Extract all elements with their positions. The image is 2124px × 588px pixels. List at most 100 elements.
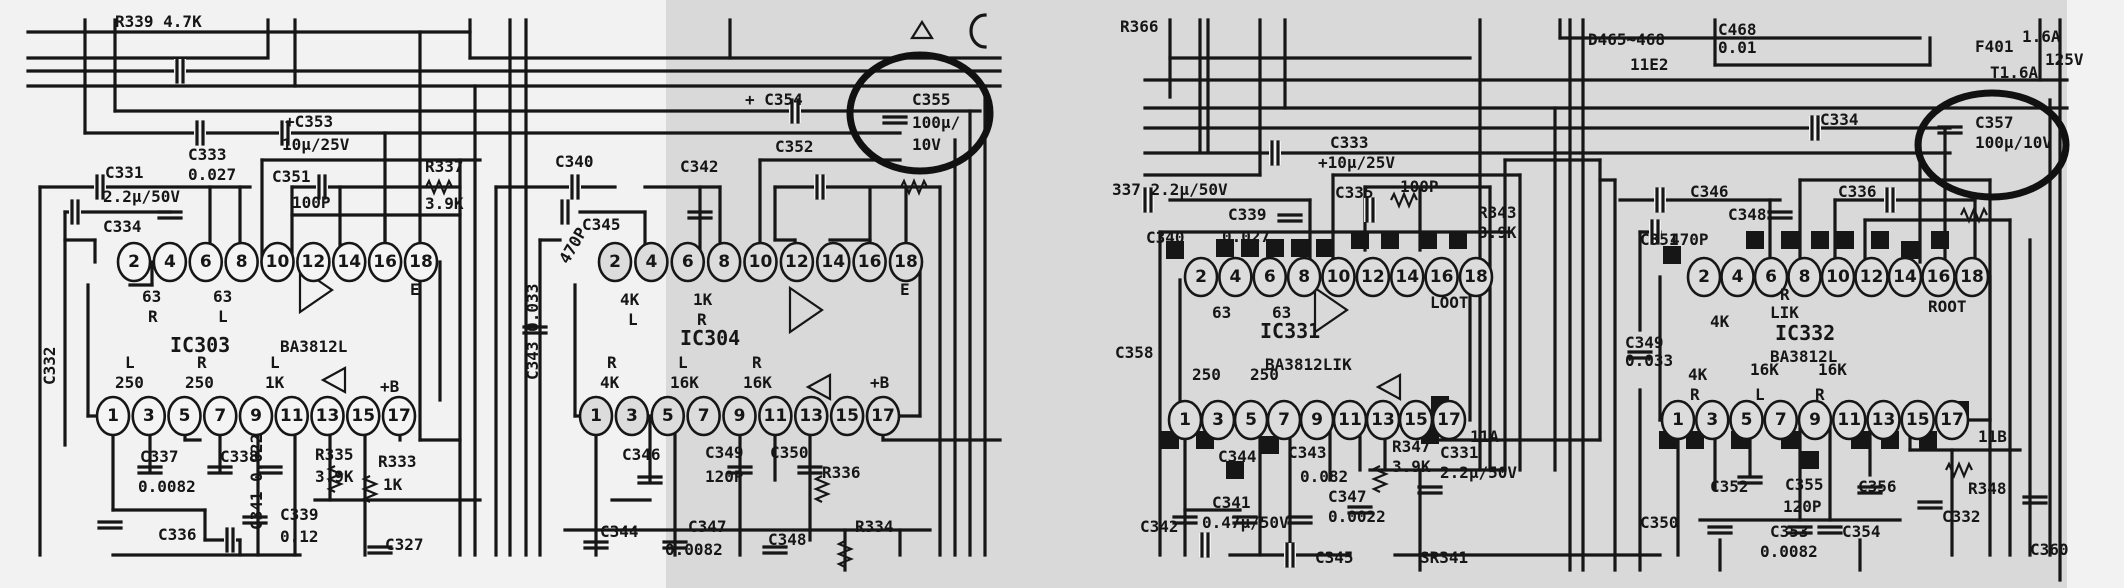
pin-number: 8 — [718, 252, 730, 272]
ic-pin — [224, 241, 259, 283]
pin-number: 4 — [1229, 267, 1241, 287]
pin-number: 17 — [387, 406, 411, 426]
component-label: 4K — [620, 290, 640, 309]
resistor-symbol — [836, 540, 854, 568]
pin-number: 18 — [1960, 267, 1984, 287]
ic-pin — [1660, 399, 1696, 441]
pin-number: 17 — [1437, 410, 1461, 430]
component-label: R339 4.7K — [115, 12, 202, 31]
capacitor-symbol — [224, 527, 236, 553]
pin-number: 3 — [626, 406, 638, 426]
voltage-badge — [1781, 231, 1799, 249]
pin-number: 2 — [128, 252, 140, 272]
component-label: R334 — [855, 517, 894, 536]
component-label: C331 — [1440, 443, 1479, 462]
pin-number: 9 — [1809, 410, 1821, 430]
component-label: 1K — [265, 373, 285, 392]
component-label: 100µ/ — [912, 113, 960, 132]
component-label: C331 — [105, 163, 144, 182]
component-label: C346 — [622, 445, 661, 464]
capacitor-symbol — [1232, 515, 1258, 525]
component-label: C358 — [1115, 343, 1154, 362]
component-label: C339 — [280, 505, 319, 524]
ic-pin — [1458, 256, 1494, 298]
ic-pin — [1729, 399, 1764, 441]
ic-pin — [1694, 399, 1730, 441]
capacitor-symbol — [2022, 495, 2048, 505]
pin-number: 9 — [250, 406, 262, 426]
pin-number: 16 — [1430, 267, 1454, 287]
pin-number: 1 — [1179, 410, 1191, 430]
component-label: C332 — [1942, 507, 1981, 526]
component-label: 0.027 — [188, 165, 236, 184]
component-label: SR341 — [1420, 548, 1468, 567]
connector-symbol — [969, 13, 987, 49]
ic-pin — [1218, 256, 1253, 298]
component-label: IC304 — [680, 326, 740, 350]
component-label: C336 — [158, 525, 197, 544]
ic-pin — [1720, 256, 1755, 298]
ic-pin — [1286, 256, 1322, 298]
voltage-badge — [1746, 231, 1764, 249]
ic-pin — [888, 241, 924, 283]
capacitor-symbol — [1269, 140, 1281, 166]
capacitor-symbol — [789, 98, 801, 124]
caution-triangle-icon — [910, 19, 934, 40]
capacitor-symbol — [207, 465, 233, 475]
component-label: C341 — [1212, 493, 1251, 512]
capacitor-symbol — [279, 120, 291, 146]
capacitor-symbol — [97, 520, 123, 530]
capacitor-symbol — [94, 174, 106, 200]
resistor-symbol — [425, 178, 453, 196]
component-label: 100P — [292, 193, 331, 212]
ic-pin — [1787, 256, 1822, 298]
capacitor-symbol — [157, 210, 183, 220]
ic-pin — [1424, 256, 1459, 298]
capacitor-symbol — [1172, 515, 1198, 525]
component-label: C339 — [1228, 205, 1267, 224]
highlight-circle-c355 — [846, 51, 994, 175]
ic-pin — [650, 395, 686, 437]
pin-number: 3 — [143, 406, 155, 426]
component-label: C345 — [1315, 548, 1354, 567]
ic-pin — [865, 395, 901, 437]
voltage-badge — [1381, 231, 1399, 249]
pin-number: 5 — [179, 406, 191, 426]
component-label: 4K — [600, 373, 620, 392]
component-label: E — [900, 280, 910, 299]
component-label: + C354 — [745, 90, 803, 109]
component-label: 0.01 — [1718, 38, 1757, 57]
ic-pin — [1753, 256, 1789, 298]
component-label: +10µ/25V — [1318, 153, 1395, 172]
component-label: BA3812L — [1770, 347, 1837, 366]
capacitor-symbol — [1654, 187, 1666, 213]
pin-number: 13 — [1371, 410, 1395, 430]
component-label: C345 — [582, 215, 621, 234]
voltage-badge — [1419, 231, 1437, 249]
pin-number: 14 — [821, 252, 845, 272]
pin-number: 7 — [1278, 410, 1290, 430]
component-label: C351 — [272, 167, 311, 186]
resistor-symbol — [1945, 461, 1973, 479]
component-label: 470P — [555, 224, 591, 267]
ic-pin — [634, 241, 669, 283]
ic-pin — [260, 241, 295, 283]
component-label: IC303 — [170, 333, 230, 357]
highlight-circle-c357 — [1914, 89, 2070, 201]
ic-pin — [1389, 256, 1425, 298]
ic-pin — [296, 241, 331, 283]
component-label: C347 — [688, 517, 727, 536]
pin-number: 6 — [1264, 267, 1276, 287]
component-label: C332 — [40, 346, 59, 385]
pin-number: 7 — [698, 406, 710, 426]
component-label: BA3812LIK — [1265, 355, 1352, 374]
component-label: 11A — [1470, 427, 1499, 446]
pin-number: 6 — [682, 252, 694, 272]
capacitor-symbol — [727, 465, 753, 475]
capacitor-symbol — [1707, 525, 1733, 535]
component-label: L — [125, 353, 135, 372]
component-label: 0.0082 — [1760, 542, 1818, 561]
capacitor-symbol — [194, 120, 206, 146]
component-label: 100µ/10V — [1975, 133, 2052, 152]
